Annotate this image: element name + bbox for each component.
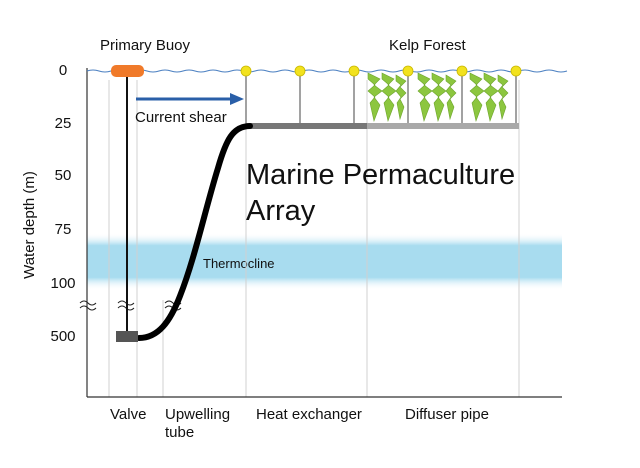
kelp-cluster <box>367 72 407 123</box>
upwelling-tube-label-line1: Upwelling <box>165 406 230 423</box>
y-tick-75: 75 <box>55 221 72 238</box>
current-shear-label: Current shear <box>135 109 227 126</box>
heat-exchanger-pipe <box>246 123 367 129</box>
y-axis-label: Water depth (m) <box>21 171 38 279</box>
float-icon <box>402 65 414 77</box>
kelp-forest <box>367 72 509 123</box>
thermocline-label: Thermocline <box>203 256 275 271</box>
valve-icon <box>116 331 138 342</box>
diagram-title-line2: Array <box>246 195 316 227</box>
primary-buoy-icon <box>111 65 144 77</box>
arrow-head-icon <box>230 93 244 105</box>
kelp-cluster <box>469 72 509 123</box>
upwelling-tube-label-line2: tube <box>165 424 194 441</box>
float-icon <box>294 65 306 77</box>
upwelling-tube <box>136 123 253 341</box>
float-icon <box>456 65 468 77</box>
primary-buoy-label: Primary Buoy <box>100 37 191 54</box>
y-tick-labels: 0 25 50 75 100 500 <box>50 62 75 345</box>
float-icon <box>510 65 522 77</box>
diffuser-pipe <box>367 123 519 129</box>
y-tick-500: 500 <box>50 328 75 345</box>
floats <box>240 65 522 77</box>
guide-lines <box>108 80 520 397</box>
float-icon <box>348 65 360 77</box>
diagram-title-line1: Marine Permaculture <box>246 159 515 191</box>
heat-exchanger-label: Heat exchanger <box>256 406 362 423</box>
float-icon <box>240 65 252 77</box>
water-surface <box>86 69 568 73</box>
kelp-cluster <box>417 72 457 123</box>
valve-label: Valve <box>110 406 146 423</box>
diffuser-pipe-label: Diffuser pipe <box>405 406 489 423</box>
kelp-forest-label: Kelp Forest <box>389 37 467 54</box>
y-tick-25: 25 <box>55 115 72 132</box>
thermocline-band <box>87 233 562 290</box>
y-tick-50: 50 <box>55 167 72 184</box>
y-tick-100: 100 <box>50 275 75 292</box>
axis-break-marks <box>79 300 182 311</box>
float-tethers <box>245 72 517 125</box>
y-tick-0: 0 <box>59 62 67 79</box>
